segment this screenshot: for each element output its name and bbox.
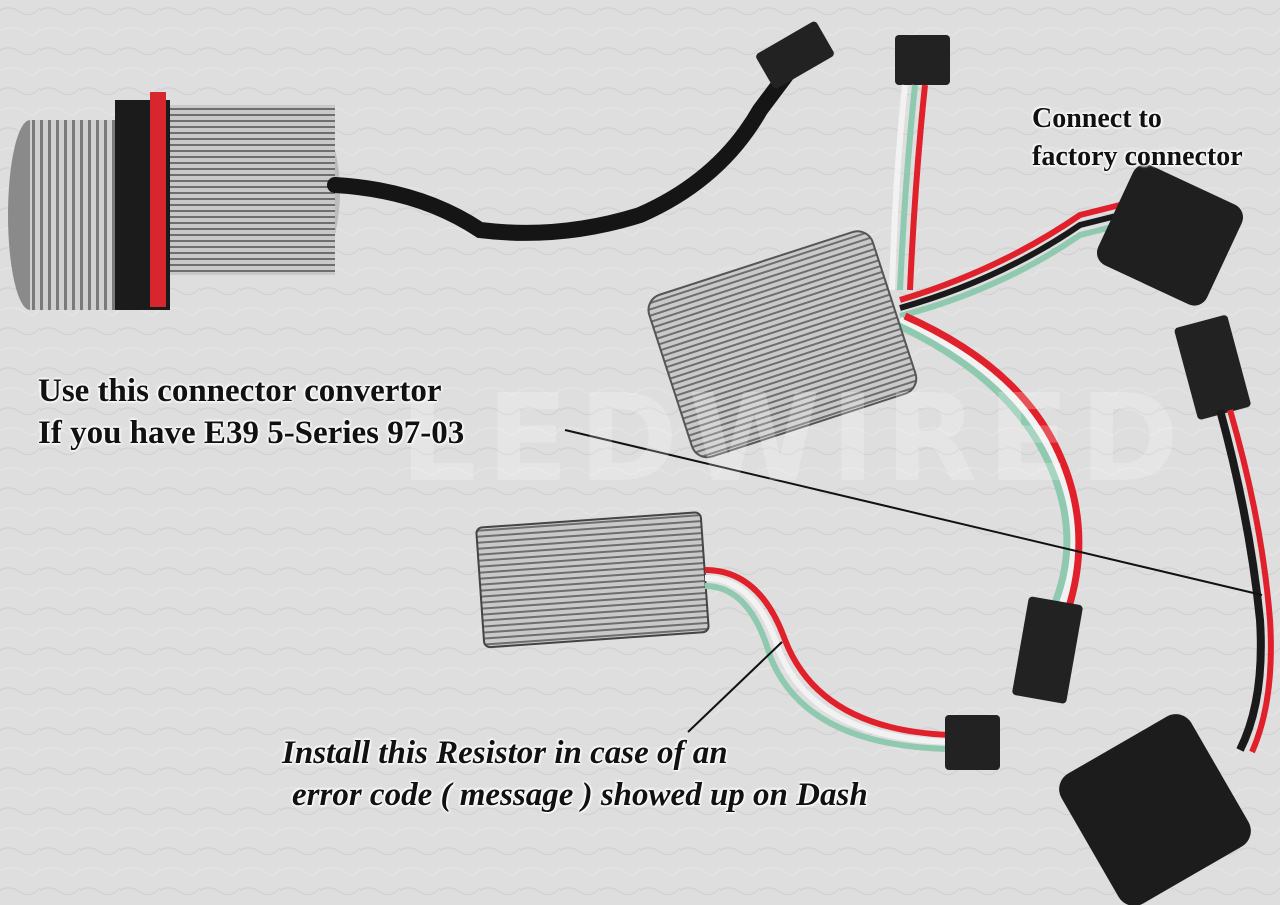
led-bulb	[8, 92, 340, 310]
resistor-label-line2: error code ( message ) showed up on Dash	[292, 777, 868, 813]
converter-box	[647, 230, 918, 459]
convertor-label-line2: If you have E39 5-Series 97-03	[38, 415, 465, 451]
watermark: LEDWIRED	[400, 370, 1190, 509]
convertor-cable	[1059, 315, 1274, 905]
factory-label-line2: factory connector	[1032, 141, 1243, 172]
convertor-label-line1: Use this connector convertor	[38, 373, 442, 409]
factory-label-line1: Connect to	[1032, 103, 1162, 134]
resistor-label-line1: Install this Resistor in case of an	[282, 735, 728, 771]
factory-connector-label: Connect to factory connector	[1032, 100, 1243, 176]
factory-connector	[1096, 164, 1244, 306]
converter-plug	[1012, 596, 1083, 704]
resistor-pointer-line	[687, 641, 783, 733]
resistor-box	[475, 511, 1000, 770]
box1-wires	[889, 35, 1141, 612]
resistor-label: Install this Resistor in case of an erro…	[282, 732, 868, 816]
convertor-label: Use this connector convertor If you have…	[38, 370, 464, 454]
convertor-pointer-line	[564, 429, 1263, 596]
bulb-cable	[327, 21, 834, 241]
